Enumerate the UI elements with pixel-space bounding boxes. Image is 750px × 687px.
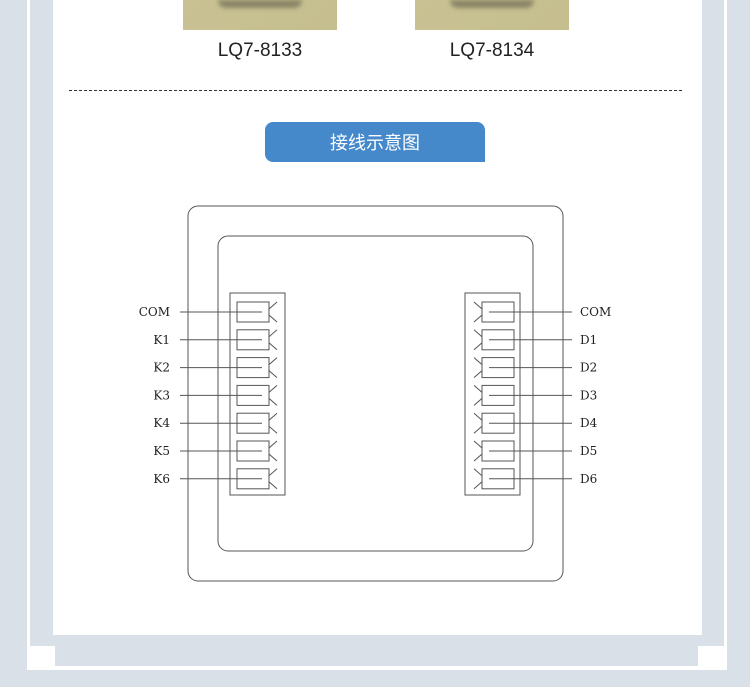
right-terminal-block	[464, 292, 521, 496]
left-terminal-label: K6	[153, 472, 170, 486]
terminal-screw-icon	[473, 301, 483, 323]
terminal-screw-icon	[268, 301, 278, 323]
terminal-screw-icon	[268, 329, 278, 351]
terminal-screw-icon	[268, 412, 278, 434]
left-terminal-label: K5	[153, 444, 170, 458]
terminal-screw-icon	[473, 468, 483, 490]
terminal-screw-icon	[268, 468, 278, 490]
terminal-screw-icon	[268, 385, 278, 406]
dashed-divider	[69, 90, 682, 91]
right-terminal-label: COM	[580, 305, 611, 319]
bottom-bar	[55, 635, 698, 666]
terminal-screw-icon	[473, 440, 483, 462]
left-terminal-label: K1	[153, 333, 170, 347]
right-terminal-label: D5	[580, 444, 597, 458]
device-inner-frame	[217, 235, 534, 552]
section-title: 接线示意图	[265, 122, 485, 162]
left-terminal-label: K3	[153, 388, 170, 402]
right-terminal-label: D1	[580, 333, 597, 347]
terminal-screw-icon	[473, 329, 483, 351]
left-terminal-label: K4	[153, 416, 170, 430]
product-model-1: LQ7-8133	[217, 40, 303, 61]
right-terminal-label: D2	[580, 361, 597, 375]
right-terminal-label: D6	[580, 472, 597, 486]
terminal-screw-icon	[473, 385, 483, 406]
right-terminal-label: D3	[580, 388, 597, 402]
content-panel	[53, 0, 702, 635]
product-image-2	[415, 0, 569, 30]
terminal-screw-icon	[473, 412, 483, 434]
terminal-screw-icon	[268, 357, 278, 378]
product-image-1	[183, 0, 337, 30]
terminal-screw-icon	[268, 440, 278, 462]
left-terminal-label: K2	[153, 361, 170, 375]
device-outer-frame	[187, 205, 564, 582]
left-terminal-block	[229, 292, 286, 496]
right-terminal-label: D4	[580, 416, 598, 430]
product-model-2: LQ7-8134	[449, 40, 535, 61]
terminal-screw-icon	[473, 357, 483, 378]
left-terminal-label: COM	[139, 305, 170, 319]
